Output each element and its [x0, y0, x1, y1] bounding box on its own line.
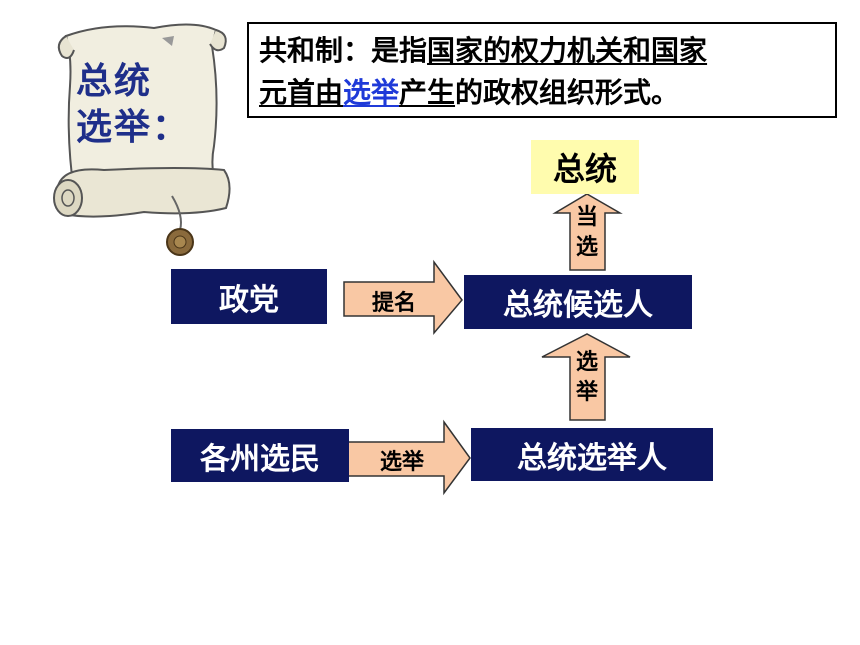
- label-elect-vertical-char2: 举: [575, 380, 598, 405]
- scroll-title-line2: 选举：: [76, 106, 191, 148]
- node-candidate: 总统候选人: [464, 275, 692, 329]
- label-elected: 当 选: [568, 203, 606, 263]
- node-elector: 总统选举人: [471, 428, 713, 481]
- definition-part2: 元首由: [259, 76, 344, 109]
- arrow-elect-horizontal: [343, 419, 471, 496]
- arrow-nominate: [343, 259, 463, 336]
- label-elect-vertical-char1: 选: [575, 350, 598, 375]
- node-state-voters: 各州选民: [171, 429, 349, 482]
- scroll-title: 总统 选举：: [76, 58, 216, 150]
- definition-tail: 的政权组织形式。: [455, 76, 680, 109]
- definition-lead: 是指: [371, 34, 428, 67]
- scroll-title-line1: 总统: [76, 60, 153, 102]
- arrow-elected: [552, 193, 623, 271]
- label-elected-char2: 选: [575, 235, 598, 260]
- node-president: 总统: [531, 140, 639, 194]
- label-elect-horizontal: 选举: [379, 450, 424, 475]
- definition-term: 共和制: [259, 34, 344, 67]
- node-party: 政党: [171, 269, 327, 324]
- label-elect-vertical: 选 举: [568, 348, 606, 408]
- definition-part3: 产生: [399, 76, 456, 109]
- definition-part1: 国家的权力机关和国家: [427, 34, 708, 67]
- scroll-illustration: [53, 23, 231, 256]
- arrow-elect-vertical: [541, 333, 631, 421]
- label-nominate: 提名: [371, 291, 416, 316]
- definition-colon: ：: [343, 34, 372, 67]
- definition-box: 共和制：是指国家的权力机关和国家元首由选举产生的政权组织形式。: [247, 22, 837, 118]
- label-elected-char1: 当: [575, 205, 598, 230]
- definition-highlight: 选举: [343, 76, 400, 109]
